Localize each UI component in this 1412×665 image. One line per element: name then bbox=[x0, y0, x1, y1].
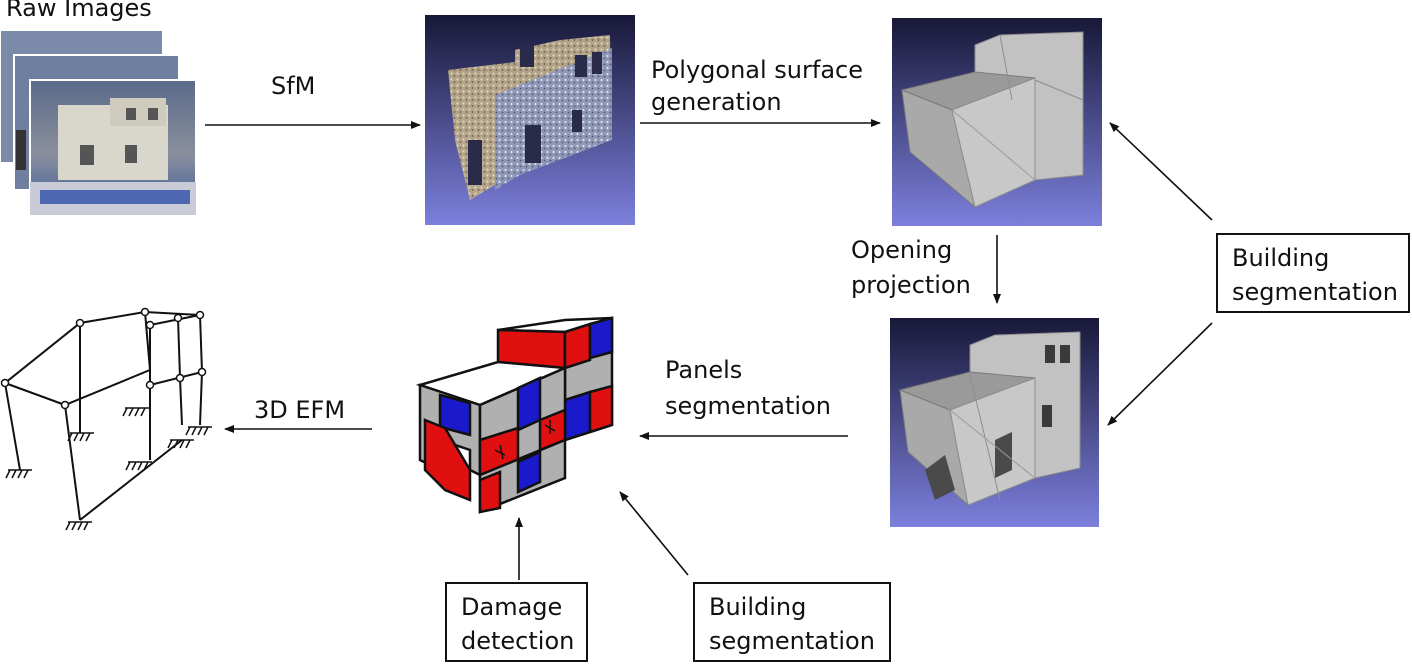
arrow-building-to-top bbox=[1109, 122, 1213, 221]
polygonal-surface-render bbox=[892, 18, 1102, 226]
building-box-bottom-line1: Building bbox=[709, 593, 807, 621]
arrow-building-bottom bbox=[619, 491, 689, 576]
damage-box-line1: Damage bbox=[461, 593, 563, 621]
raw-images-label: Raw Images bbox=[6, 0, 152, 22]
panels-label-line1: Panels bbox=[665, 356, 743, 384]
raw-images-stack bbox=[0, 29, 197, 216]
damage-detection-box: Damage detection bbox=[445, 582, 588, 662]
building-box-right-line2: segmentation bbox=[1232, 278, 1398, 306]
building-box-right-line1: Building bbox=[1232, 244, 1330, 272]
arrow-building-to-bottom bbox=[1107, 322, 1213, 426]
polygonal-label-line1: Polygonal surface bbox=[651, 56, 864, 84]
polygonal-label-line2: generation bbox=[651, 88, 782, 116]
opening-projection-render bbox=[890, 318, 1099, 527]
efm-frame-drawing bbox=[0, 307, 212, 531]
opening-label-line1: Opening bbox=[851, 236, 953, 264]
opening-label-line2: projection bbox=[851, 271, 971, 299]
sfm-label: SfM bbox=[271, 72, 316, 100]
building-segmentation-box-bottom: Building segmentation bbox=[693, 582, 891, 662]
panel-segmentation-model bbox=[415, 316, 614, 514]
point-cloud-render bbox=[425, 15, 635, 225]
building-segmentation-box-right: Building segmentation bbox=[1216, 233, 1410, 313]
building-box-bottom-line2: segmentation bbox=[709, 627, 875, 655]
panels-label-line2: segmentation bbox=[665, 392, 831, 420]
efm-label: 3D EFM bbox=[254, 396, 346, 424]
damage-box-line2: detection bbox=[461, 627, 575, 655]
